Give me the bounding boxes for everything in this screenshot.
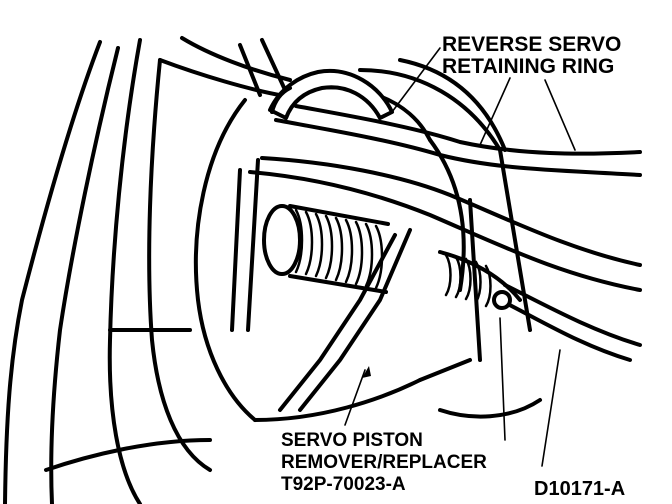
label-line: T92P-70023-A xyxy=(281,474,406,495)
transmission-case-outline xyxy=(3,36,292,504)
pliers-tool xyxy=(248,86,642,292)
leader-lines xyxy=(344,47,576,467)
label-line: REVERSE SERVO xyxy=(442,33,622,56)
servo-spring-2 xyxy=(438,250,522,308)
label-line: SERVO PISTON xyxy=(281,430,423,451)
servo-piston-tool-label: SERVO PISTON REMOVER/REPLACER T92P-70023… xyxy=(281,430,487,496)
reverse-servo-ring-label: REVERSE SERVO RETAINING RING xyxy=(442,34,621,78)
label-line: RETAINING RING xyxy=(442,55,615,78)
remover-shaft xyxy=(278,228,642,412)
servo-spring xyxy=(262,204,390,294)
figure-id-label: D10171-A xyxy=(534,478,626,500)
label-line: REMOVER/REPLACER xyxy=(281,452,487,473)
